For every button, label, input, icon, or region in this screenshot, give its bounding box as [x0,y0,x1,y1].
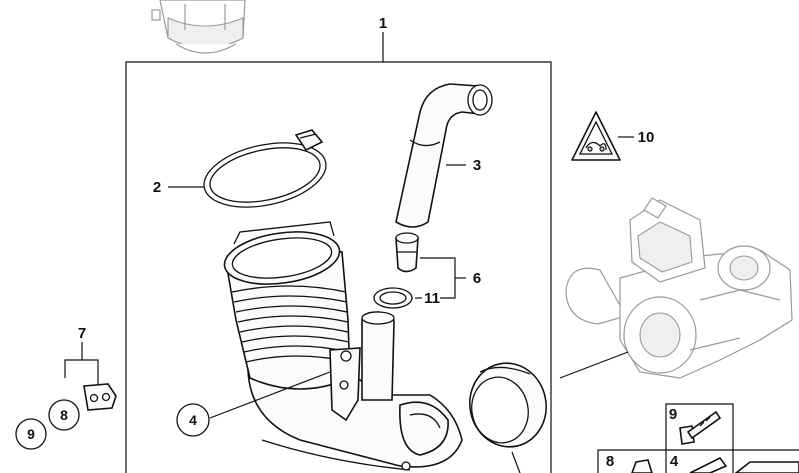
hardware-inset-frame [665,403,734,473]
group-frame [125,61,552,473]
callout-2: 2 [153,179,161,196]
inset-callout-9: 9 [669,406,677,423]
ring-seal [469,362,547,448]
leader-turbo [559,351,629,379]
leader-4 [209,371,331,419]
inset-callout-4: 4 [670,453,679,470]
hose-clamp [203,129,327,208]
gasket-piece [734,461,799,473]
callout-6: 6 [473,270,481,287]
bent-hose [395,83,493,228]
hardware-inset-frame-2 [597,449,799,473]
callout-7: 7 [78,325,86,342]
callout-1: 1 [379,15,387,32]
stud-4 [689,456,728,473]
callout-4: 4 [189,412,197,428]
callout-9-circle [15,418,47,450]
o-ring [373,287,413,309]
callout-10: 10 [638,129,655,146]
turbocharger-ghost [565,197,793,379]
top-adapter-ghost [151,0,246,54]
leader-7-bracket [64,359,99,384]
leader-seal [511,451,521,473]
callout-3: 3 [473,157,481,174]
callout-11: 11 [424,290,440,307]
callout-4-circle [176,403,210,437]
intake-bellows-duct [223,221,463,471]
callout-8: 8 [60,407,68,423]
bolt-9 [679,410,722,445]
mounting-plate [83,383,117,411]
caution-triangle-icon [571,111,621,161]
callout-9: 9 [27,426,35,442]
inset-callout-8: 8 [606,453,614,470]
nut-8 [631,459,653,473]
callout-8-circle [48,399,80,431]
connector-nipple [395,232,419,273]
